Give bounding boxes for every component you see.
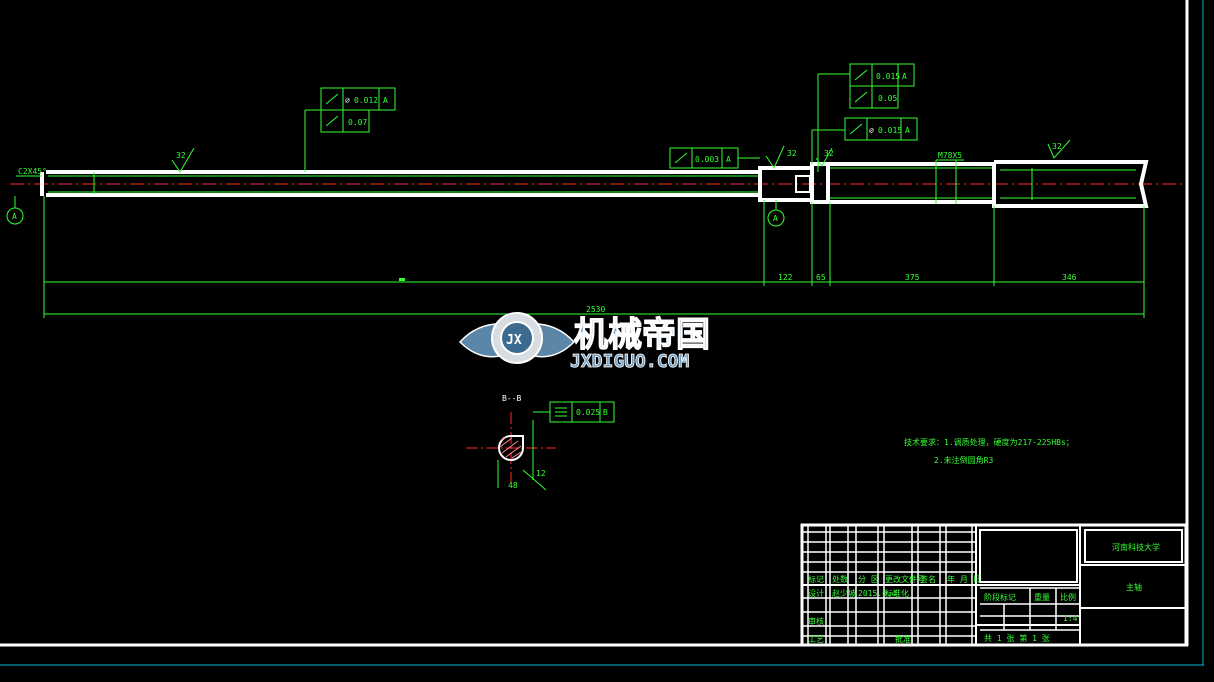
roughness-label-2: 32	[787, 149, 797, 158]
dim-346: 346	[1062, 273, 1077, 282]
roughness-label-3: 32	[824, 149, 834, 158]
roughness-symbols	[171, 139, 1071, 173]
svg-text:0.015: 0.015	[878, 126, 902, 135]
thread-callout: M78X5	[936, 151, 964, 161]
svg-text:年 月 日: 年 月 日	[947, 574, 981, 584]
chamfer-callout: C2X45°	[16, 167, 47, 177]
svg-text:12: 12	[536, 469, 546, 478]
tolerance-frame-left: ⌀ 0.012 A 0.07	[304, 87, 396, 172]
svg-text:分 区: 分 区	[858, 575, 879, 584]
svg-text:0.05: 0.05	[878, 94, 897, 103]
svg-text:⌀: ⌀	[869, 126, 874, 135]
tech-requirements-line2: 2.未注倒圆角R3	[934, 455, 993, 465]
svg-text:A: A	[773, 214, 778, 223]
svg-text:1:4: 1:4	[1063, 614, 1078, 623]
svg-text:批准: 批准	[895, 634, 911, 644]
svg-text:⌀: ⌀	[345, 96, 350, 105]
svg-text:M78X5: M78X5	[938, 151, 962, 160]
svg-text:0.025: 0.025	[576, 408, 600, 417]
svg-text:共 1 张 第 1 张: 共 1 张 第 1 张	[984, 633, 1050, 643]
dimension-marker	[399, 278, 405, 281]
tolerance-frame-top: 0.015 A 0.05	[817, 63, 915, 172]
svg-text:工艺: 工艺	[808, 635, 824, 644]
watermark-en: JXDIGUO.COM	[570, 351, 689, 372]
svg-text:0.003: 0.003	[695, 155, 719, 164]
svg-text:处数: 处数	[832, 574, 848, 584]
svg-text:C2X45°: C2X45°	[18, 167, 47, 176]
roughness-label-1: 32	[176, 151, 186, 160]
svg-text:审核: 审核	[808, 616, 824, 626]
svg-text:2015.6.4: 2015.6.4	[858, 589, 897, 598]
dimension-lines	[43, 196, 1145, 318]
svg-text:签名: 签名	[920, 574, 936, 584]
svg-text:B--B: B--B	[502, 394, 521, 403]
svg-text:A: A	[905, 126, 910, 135]
section-b-b: B--B 48 12 0.025 B	[466, 394, 615, 491]
watermark-logo: JX 机械帝国 JXDIGUO.COM	[458, 312, 711, 372]
tech-requirements-line1: 技术要求：1.调质处理，硬度为217-225HBs；	[904, 437, 1074, 447]
svg-text:48: 48	[508, 481, 518, 490]
watermark-badge-icon: JX	[506, 333, 522, 348]
svg-text:A: A	[902, 72, 907, 81]
roughness-label-4: 32	[1052, 142, 1062, 151]
svg-text:赵少坡: 赵少坡	[832, 588, 856, 598]
shaft-inner-lines	[48, 160, 1136, 204]
title-block	[800, 523, 1188, 647]
svg-text:A: A	[12, 212, 17, 221]
dim-65: 65	[816, 273, 826, 282]
svg-text:河南科技大学: 河南科技大学	[1112, 542, 1160, 552]
svg-text:0.015: 0.015	[876, 72, 900, 81]
svg-text:标准化: 标准化	[885, 588, 909, 598]
svg-text:B: B	[603, 408, 608, 417]
datum-a-left: A	[6, 196, 24, 225]
dim-total: 2530	[586, 305, 605, 314]
svg-text:0.07: 0.07	[348, 118, 367, 127]
svg-text:设计: 设计	[808, 588, 824, 598]
svg-text:A: A	[383, 96, 388, 105]
svg-text:A: A	[726, 155, 731, 164]
svg-text:阶段标记: 阶段标记	[984, 592, 1016, 602]
datum-a-right: A	[767, 200, 785, 227]
title-block-text: 河南科技大学 主轴 标记 处数 分 区 更改文件号 签名 年 月 日 设计 赵少…	[808, 542, 1160, 644]
tolerance-frame-right: ⌀ 0.015 A	[811, 117, 918, 164]
dim-375: 375	[905, 273, 920, 282]
svg-text:重量: 重量	[1034, 592, 1050, 602]
tolerance-frame-mid: 0.003 A	[669, 147, 760, 169]
svg-text:标记: 标记	[808, 574, 824, 584]
svg-text:比例: 比例	[1060, 592, 1076, 602]
watermark-cn: 机械帝国	[574, 315, 710, 355]
svg-text:0.012: 0.012	[354, 96, 378, 105]
svg-text:主轴: 主轴	[1126, 582, 1142, 592]
svg-text:更改文件号: 更改文件号	[885, 574, 925, 584]
dim-122: 122	[778, 273, 793, 282]
